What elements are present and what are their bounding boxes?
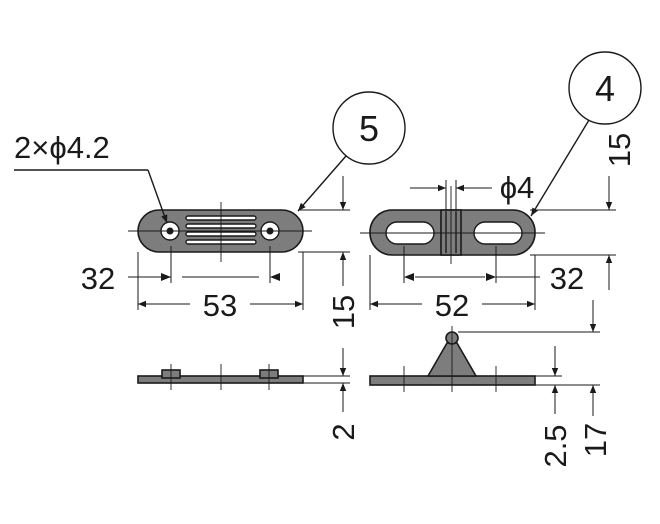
right-base-thickness-label: 2.5 <box>538 424 573 467</box>
dim-left-width: 15 <box>298 176 361 329</box>
callout-5: 5 <box>297 91 406 212</box>
dim-left-hole-pitch: 32 <box>81 246 280 296</box>
dim-left-thickness: 2 <box>303 348 361 441</box>
part-5-top-view <box>128 202 312 262</box>
right-length-label: 52 <box>435 288 469 323</box>
callout-4-label: 4 <box>595 68 615 109</box>
callout-4: 4 <box>530 51 642 217</box>
left-length-label: 53 <box>203 288 237 323</box>
hole-spec-leader: 2×ϕ4.2 <box>14 130 168 224</box>
hole-spec-label: 2×ϕ4.2 <box>14 130 110 165</box>
grip-ribs <box>185 215 257 245</box>
left-width-label: 15 <box>326 295 361 329</box>
dim-right-height: 17 <box>458 300 613 457</box>
right-width-label: 15 <box>602 133 637 167</box>
right-pin-dia-label: ϕ4 <box>500 170 535 205</box>
part-4-top-view <box>360 186 545 264</box>
dim-right-base-thickness: 2.5 <box>535 346 573 468</box>
dim-right-slot-pitch: 32 <box>403 246 584 296</box>
left-hole-pitch-label: 32 <box>81 261 115 296</box>
right-height-label: 17 <box>578 423 613 457</box>
part-4-side-view <box>369 326 536 392</box>
dim-right-width: 15 <box>530 133 637 290</box>
callout-5-label: 5 <box>359 108 379 149</box>
dim-right-pin-dia: ϕ4 <box>410 170 534 212</box>
dim-left-length: 53 <box>137 252 304 323</box>
dim-right-length: 52 <box>369 255 536 323</box>
part-5-side-view <box>137 364 304 390</box>
right-slot-pitch-label: 32 <box>550 261 584 296</box>
left-thickness-label: 2 <box>326 423 361 440</box>
